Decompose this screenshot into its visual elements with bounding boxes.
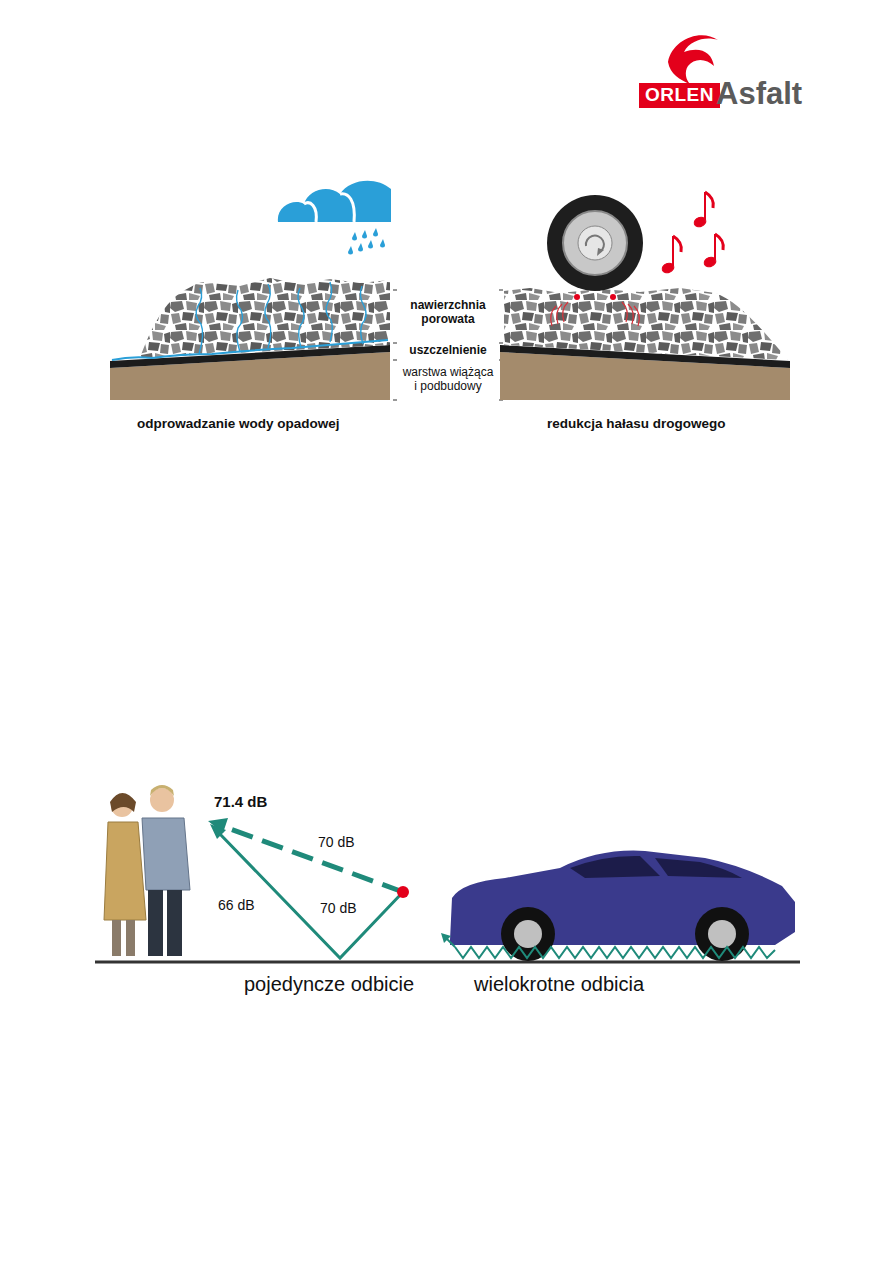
rain-drop bbox=[380, 239, 385, 248]
arrowhead bbox=[441, 933, 451, 943]
layer-label: nawierzchnia porowata bbox=[398, 299, 498, 327]
water-paths bbox=[112, 282, 388, 360]
sound-wave bbox=[551, 302, 568, 326]
rain-drop bbox=[368, 240, 373, 249]
tick bbox=[499, 343, 503, 344]
sound-level: 71.4 dB bbox=[214, 793, 267, 810]
logo-bird bbox=[668, 35, 718, 84]
drainage-panel bbox=[110, 181, 392, 400]
direct-sound bbox=[222, 826, 403, 892]
logo-text: ORLEN bbox=[645, 85, 714, 106]
porous-surface bbox=[140, 278, 390, 358]
tick bbox=[393, 400, 397, 401]
tick bbox=[393, 343, 397, 344]
wheel-rim bbox=[708, 920, 736, 948]
contact-point bbox=[574, 294, 580, 300]
figure-caption: pojedyncze odbicie bbox=[244, 973, 414, 996]
car bbox=[450, 851, 795, 961]
water-path bbox=[298, 288, 304, 348]
hair bbox=[110, 793, 136, 812]
leg bbox=[126, 920, 135, 956]
sound-level: 70 dB bbox=[320, 900, 357, 916]
note-stem bbox=[714, 234, 716, 260]
figure-caption: wielokrotne odbicia bbox=[474, 973, 644, 996]
rain-drop bbox=[352, 232, 357, 241]
wheel-rim bbox=[514, 920, 542, 948]
panel-caption: odprowadzanie wody opadowej bbox=[137, 416, 340, 432]
logo-box: ORLEN bbox=[639, 83, 720, 108]
tick bbox=[393, 290, 397, 291]
note-flag bbox=[705, 192, 713, 208]
cloud-outline bbox=[304, 194, 354, 222]
noise-panel bbox=[500, 192, 790, 400]
sound-level: 70 dB bbox=[318, 834, 355, 850]
multiple-reflections bbox=[455, 947, 775, 958]
tyre-rim bbox=[563, 211, 627, 275]
tick bbox=[393, 360, 397, 361]
layer-label: uszczelnienie bbox=[398, 344, 498, 358]
leg bbox=[167, 890, 182, 956]
layer-ticks bbox=[393, 290, 503, 400]
note-flag bbox=[715, 234, 723, 250]
car-window bbox=[570, 856, 660, 878]
tick bbox=[499, 290, 503, 291]
ground-line bbox=[95, 961, 800, 964]
water-path bbox=[360, 286, 366, 344]
people bbox=[104, 785, 190, 956]
tyre bbox=[547, 195, 643, 291]
sound-paths bbox=[208, 818, 775, 958]
rain-drop bbox=[348, 246, 353, 255]
sound-wave bbox=[622, 302, 639, 326]
cloud-shape bbox=[278, 181, 391, 222]
arrowhead bbox=[210, 824, 226, 839]
rain-drop bbox=[373, 228, 378, 237]
tyre-outer bbox=[547, 195, 643, 291]
music-notes bbox=[661, 192, 724, 274]
car-window bbox=[655, 858, 742, 878]
rain-drop bbox=[362, 230, 367, 239]
sound-source bbox=[397, 886, 409, 898]
logo-bird-eye bbox=[702, 40, 706, 44]
contact-point bbox=[610, 294, 616, 300]
hair bbox=[150, 785, 174, 796]
leg bbox=[148, 890, 163, 956]
jacket bbox=[142, 818, 190, 890]
reflected-sound bbox=[218, 832, 403, 958]
water-path bbox=[265, 284, 271, 348]
water-flow bbox=[112, 340, 388, 360]
porous-surface bbox=[504, 288, 788, 360]
note-stem bbox=[672, 236, 674, 266]
cloud bbox=[278, 181, 391, 222]
rain-drops bbox=[348, 228, 385, 255]
panel-caption: redukcja hałasu drogowego bbox=[547, 416, 726, 432]
coat bbox=[104, 822, 146, 920]
brand-name: Asfalt bbox=[716, 76, 802, 112]
note-stem bbox=[704, 192, 706, 220]
tyre-hub bbox=[578, 226, 612, 260]
leg bbox=[112, 920, 121, 956]
water-path bbox=[326, 282, 332, 342]
sound-level: 66 dB bbox=[218, 897, 255, 913]
logo-bird-shape bbox=[668, 35, 718, 84]
sound-absorption bbox=[551, 302, 640, 326]
water-path bbox=[196, 288, 203, 354]
reflection-exit bbox=[447, 939, 455, 947]
layer-label: warstwa wiążąca i podbudowy bbox=[401, 366, 495, 394]
note-flag bbox=[673, 236, 681, 252]
rotation-arrowhead bbox=[597, 248, 604, 256]
rain-drop bbox=[358, 243, 363, 252]
water-path bbox=[237, 290, 243, 352]
